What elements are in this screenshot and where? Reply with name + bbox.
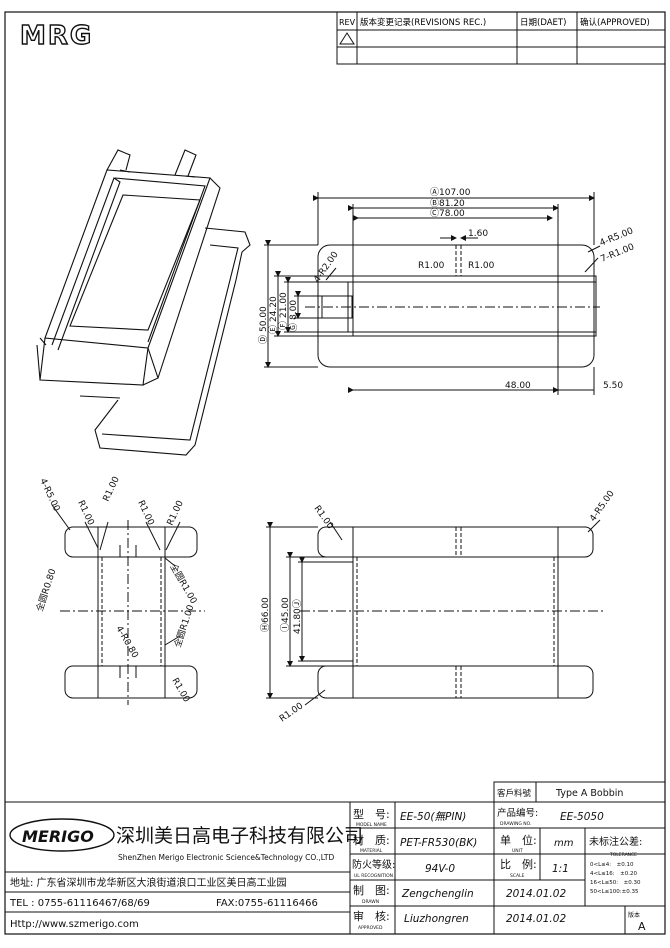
dim-a: Ⓐ107.00 bbox=[430, 187, 471, 198]
isometric-view bbox=[36, 149, 251, 456]
side-view bbox=[51, 504, 205, 705]
company-cn: 深圳美日高电子科技有限公司 bbox=[116, 825, 363, 847]
side-r1d: R1.00 bbox=[166, 499, 186, 527]
material-value: PET-FR530(BK) bbox=[400, 837, 477, 849]
title-block bbox=[4, 781, 666, 935]
tol-sub: TOLERANCE bbox=[609, 852, 637, 858]
company-en: ShenZhen Merigo Electronic Science&Techn… bbox=[118, 853, 335, 862]
dim-8: 8.00 bbox=[289, 300, 299, 320]
address: 地址: 广东省深圳市龙华新区大浪街道浪口工业区美日高工业园 bbox=[10, 876, 287, 889]
fax: FAX:0755-61116466 bbox=[216, 898, 318, 909]
top-view-labels: Ⓐ107.00 Ⓑ81.20 Ⓒ78.00 1.60 R1.00 R1.00 4… bbox=[258, 187, 636, 391]
drawn-value: Zengchenglin bbox=[401, 888, 474, 900]
scale-label: 比 例: bbox=[500, 857, 537, 871]
approved-label: 审 核: bbox=[353, 909, 390, 923]
front-view bbox=[266, 519, 605, 706]
mrg-logo: MRG bbox=[19, 20, 93, 51]
dim-24: 24.20 bbox=[269, 296, 279, 322]
tel: TEL : 0755-61116467/68/69 bbox=[9, 898, 150, 909]
circ-g: Ⓖ bbox=[288, 323, 299, 332]
front-view-labels: R1.00 4-R5.00 Ⓗ66.00 Ⓘ45.00 41.80Ⓙ R1.00 bbox=[260, 489, 617, 725]
rev-label: REV bbox=[339, 18, 356, 27]
front-r1-bottom: R1.00 bbox=[278, 701, 305, 724]
approved-value: Liuzhongren bbox=[404, 913, 469, 925]
date-label: 日期(DAET) bbox=[520, 18, 566, 28]
dim-550: 5.50 bbox=[603, 381, 623, 391]
scale-value: 1:1 bbox=[552, 863, 569, 875]
material-label: 材 质: bbox=[353, 833, 390, 847]
drawn-date: 2014.01.02 bbox=[506, 888, 566, 900]
revision-block: REV 版本変更记录(REVISIONS REC.) 日期(DAET) 确认(A… bbox=[336, 11, 666, 65]
side-r1-full1: 全圆R1.00 bbox=[167, 562, 200, 607]
tol-3: 16<L≤50: ±0.30 bbox=[590, 880, 641, 886]
side-r1-full2: 全圆R1.00 bbox=[171, 603, 196, 649]
front-i45: Ⓘ45.00 bbox=[280, 597, 291, 632]
model-label: 型 号: bbox=[353, 807, 390, 821]
front-r5: 4-R5.00 bbox=[588, 489, 617, 524]
side-r1a: R1.00 bbox=[75, 499, 95, 527]
svg-text:MRG: MRG bbox=[20, 21, 93, 51]
unit-label: 单 位: bbox=[500, 833, 537, 847]
web: Http://www.szmerigo.com bbox=[10, 919, 139, 930]
customer-value: Type A Bobbin bbox=[555, 788, 623, 799]
unit-sub: UNIT bbox=[512, 848, 523, 854]
dim-c: Ⓒ78.00 bbox=[430, 208, 465, 219]
side-r080: 4-R0.80 bbox=[113, 625, 139, 661]
unit-value: mm bbox=[554, 838, 574, 849]
tol-label: 未标注公差: bbox=[589, 835, 642, 848]
top-view bbox=[264, 192, 601, 395]
merigo-logo-swoosh-icon bbox=[9, 818, 115, 852]
scale-sub: SCALE bbox=[510, 873, 525, 879]
model-value: EE-50(無PIN) bbox=[400, 811, 466, 823]
drawing-sub: DRAWING NO. bbox=[500, 821, 531, 827]
dim-50: 50.00 bbox=[259, 306, 269, 332]
material-sub: MATERIAL bbox=[360, 848, 383, 854]
dim-r1-left: R1.00 bbox=[418, 261, 445, 271]
approve-label: 确认(APPROVED) bbox=[580, 17, 650, 28]
dim-b: Ⓑ81.20 bbox=[430, 198, 465, 209]
tol-1: 0<L≤4: ±0.10 bbox=[590, 862, 634, 868]
dim-48: 48.00 bbox=[505, 381, 531, 391]
revision-title: 版本変更记录(REVISIONS REC.) bbox=[360, 17, 486, 28]
company-brand: MERIGO bbox=[22, 827, 94, 846]
side-r1c: R1.00 bbox=[135, 499, 155, 527]
approved-sub: APPROVED bbox=[358, 925, 383, 931]
front-h66: Ⓗ66.00 bbox=[260, 597, 271, 632]
side-r1-low: R1.00 bbox=[169, 677, 191, 705]
dim-r1-right: R1.00 bbox=[468, 261, 495, 271]
dim-160: 1.60 bbox=[468, 229, 488, 239]
side-r5: 4-R5.00 bbox=[37, 477, 61, 513]
ul-sub: UL RECOGNITION bbox=[354, 873, 393, 879]
approved-date: 2014.01.02 bbox=[506, 913, 566, 925]
front-j418: 41.80Ⓙ bbox=[292, 599, 303, 634]
model-sub: MODEL NAME bbox=[356, 822, 387, 828]
circ-e: Ⓔ bbox=[268, 325, 279, 334]
dim-21: 21.00 bbox=[279, 292, 289, 318]
title-block-text: 客戶料號 Type A Bobbin MERIGO 深圳美日高电子科技有限公司 … bbox=[9, 788, 646, 933]
side-view-labels: 4-R5.00 R1.00 R1.00 R1.00 R1.00 全圆R0.80 … bbox=[33, 475, 200, 705]
side-r08: 全圆R0.80 bbox=[33, 567, 58, 613]
revision-triangle-icon bbox=[339, 32, 355, 45]
ul-label: 防火等级: bbox=[352, 858, 395, 871]
drawn-label: 制 图: bbox=[353, 884, 390, 897]
tol-2: 4<L≤16: ±0.20 bbox=[590, 871, 637, 877]
drawing-value: EE-5050 bbox=[560, 811, 604, 823]
version-value: A bbox=[638, 920, 646, 933]
customer-label: 客戶料號 bbox=[497, 788, 532, 799]
side-r1b: R1.00 bbox=[102, 475, 122, 503]
version-label: 版本 bbox=[628, 911, 640, 919]
drawn-sub: DRAWN bbox=[362, 899, 379, 905]
drawing-label: 产品编号: bbox=[497, 807, 538, 819]
tol-4: 50<L≤100:±0.35 bbox=[590, 889, 639, 895]
circ-f: Ⓕ bbox=[278, 321, 289, 330]
ul-value: 94V-0 bbox=[425, 863, 455, 875]
circ-d: Ⓓ bbox=[258, 335, 269, 344]
